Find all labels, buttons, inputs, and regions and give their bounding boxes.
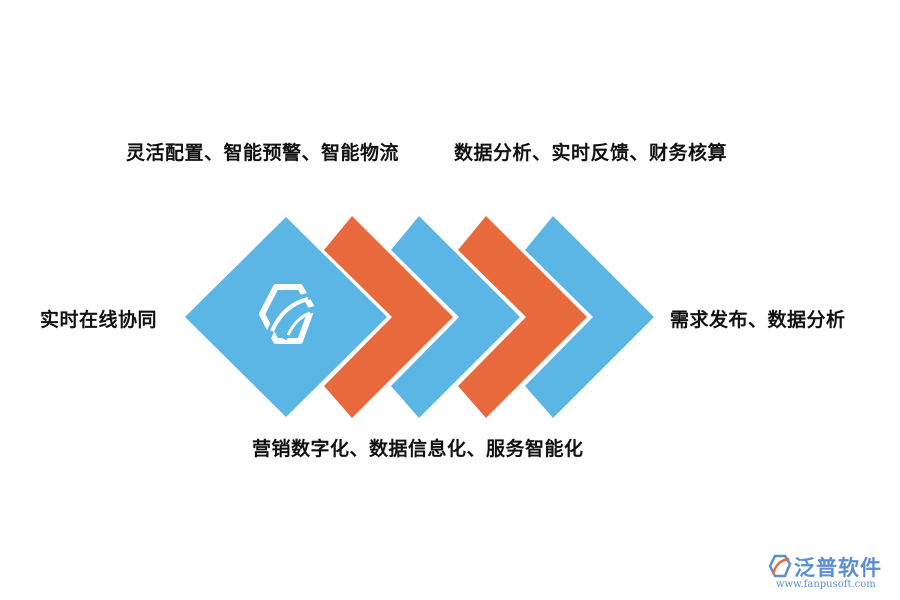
top-left-label: 灵活配置、智能预警、智能物流 [126, 142, 400, 164]
brand-url: www.fanpusoft.com [776, 579, 876, 590]
fanpu-logo-icon [259, 284, 317, 344]
bottom-label: 营销数字化、数据信息化、服务智能化 [252, 438, 584, 460]
fanpu-brand-icon [768, 554, 792, 578]
right-label: 需求发布、数据分析 [670, 309, 846, 331]
chevron-orange-1 [324, 216, 453, 418]
main-diamond [185, 217, 387, 417]
chevron-blue-2 [525, 216, 654, 418]
chevron-orange-2 [458, 216, 587, 418]
left-label: 实时在线协同 [40, 309, 158, 331]
chevron-blue-1 [391, 216, 520, 418]
brand-watermark: 泛普软件 www.fanpusoft.com [768, 552, 892, 596]
top-right-label: 数据分析、实时反馈、财务核算 [454, 142, 728, 164]
brand-name: 泛普软件 [794, 556, 882, 580]
